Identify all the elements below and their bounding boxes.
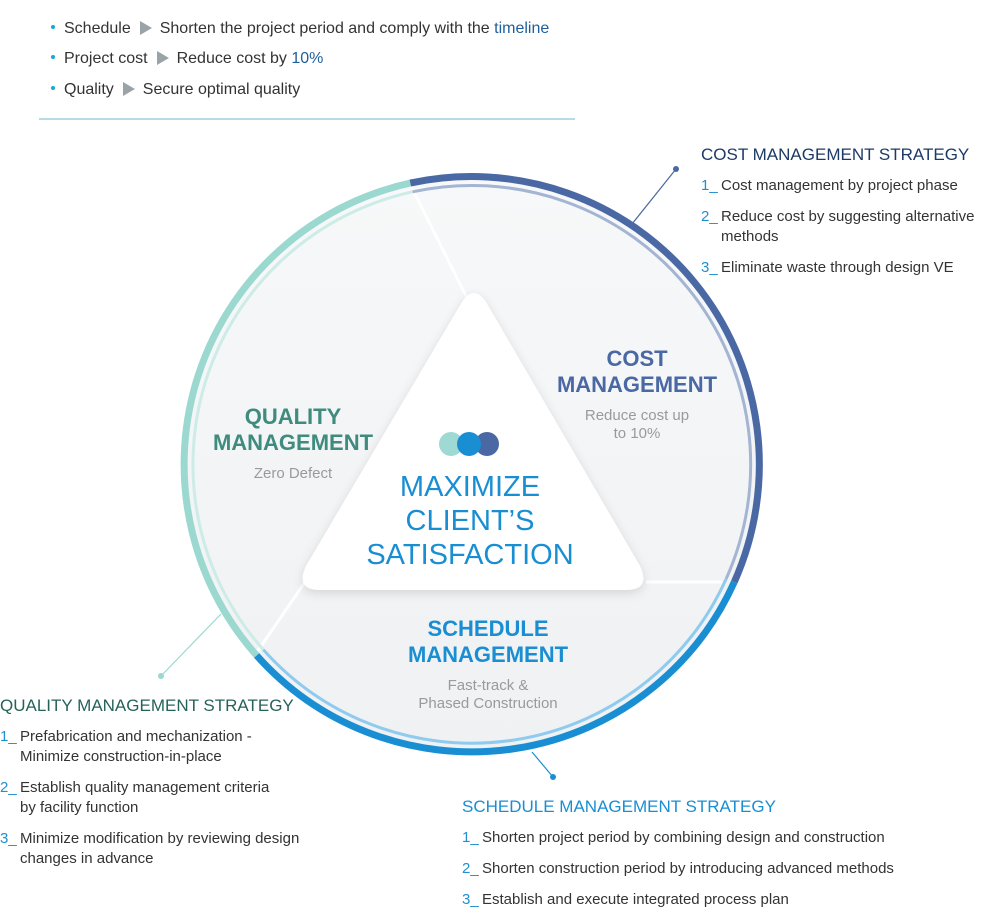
list-item: 3_Establish and execute integrated proce… [462, 890, 894, 910]
quality-strategy: QUALITY MANAGEMENT STRATEGY 1_Prefabrica… [0, 696, 299, 869]
goal-label: Project cost [64, 50, 148, 67]
list-item-number: 2_ [0, 779, 17, 796]
list-item-text: Reduce cost by suggesting alternative [721, 208, 975, 225]
quality-subtitle: Zero Defect [253, 465, 333, 482]
center-title-line1: MAXIMIZE [399, 471, 541, 503]
cost-strategy-title: COST MANAGEMENT STRATEGY [701, 145, 970, 164]
goal-text: Reduce cost by [176, 50, 292, 67]
goal-label: Quality [64, 81, 114, 98]
cost-sub-line1: Reduce cost up [584, 407, 690, 424]
triangle-right-icon [156, 50, 169, 65]
list-item-number: 2_ [701, 208, 718, 225]
cost-connector-dot [673, 166, 679, 172]
goal-highlight: 10% [291, 50, 324, 67]
list-item-text: Shorten project period by combining desi… [482, 829, 885, 846]
list-item-number: 1_ [701, 177, 718, 194]
schedule-arc-inner [262, 578, 728, 745]
quality-connector-dot [158, 673, 164, 679]
triangle-right-icon [122, 81, 135, 96]
cost-subtitle: Reduce cost up to 10% [547, 407, 727, 443]
list-item-text: Establish quality management criteria [20, 779, 270, 796]
goals-list: Schedule Shorten the project period and c… [39, 0, 575, 120]
schedule-strategy-list: 1_Shorten project period by combining de… [462, 828, 894, 910]
quality-title-line1: QUALITY [244, 404, 342, 429]
sector-divider [408, 183, 470, 301]
list-item: 2_Establish quality management criteria b… [0, 778, 299, 818]
schedule-connector-dot [550, 774, 556, 780]
goal-text: Shorten the project period and comply wi… [159, 20, 495, 37]
list-item-number: 3_ [462, 891, 479, 908]
schedule-management-label: SCHEDULE MANAGEMENT Fast-track & Phased … [393, 616, 583, 713]
goal-label: Schedule [64, 20, 131, 37]
schedule-title-line2: MANAGEMENT [407, 642, 569, 667]
schedule-title-line1: SCHEDULE [427, 616, 549, 641]
list-item-text-cont: changes in advance [20, 850, 154, 867]
quality-arc [180, 179, 411, 658]
cost-management-label: COST MANAGEMENT Reduce cost up to 10% [547, 346, 727, 443]
schedule-title: SCHEDULE MANAGEMENT [393, 616, 583, 668]
list-item: 1_Shorten project period by combining de… [462, 828, 894, 848]
goal-item-quality: Quality Secure optimal quality [51, 78, 300, 102]
bullet-dot-icon [51, 85, 55, 90]
goal-text: Secure optimal quality [142, 81, 301, 98]
dot-blue-icon [457, 432, 481, 456]
list-item-number: 1_ [462, 829, 479, 846]
center-title: MAXIMIZE CLIENT’S SATISFACTION [340, 470, 600, 572]
cost-strategy: COST MANAGEMENT STRATEGY 1_Cost manageme… [701, 145, 974, 278]
list-item: 2_Reduce cost by suggesting alternative m… [701, 207, 974, 247]
quality-arc-inner [191, 190, 413, 651]
schedule-sub-line1: Fast-track & [447, 677, 529, 694]
schedule-arc [253, 580, 738, 756]
schedule-strategy: SCHEDULE MANAGEMENT STRATEGY 1_Shorten p… [462, 797, 894, 910]
list-item-text: Eliminate waste through design VE [721, 259, 954, 276]
cost-strategy-list: 1_Cost management by project phase 2_Red… [701, 176, 974, 278]
bullet-dot-icon [51, 24, 55, 29]
quality-title-line2: MANAGEMENT [212, 430, 374, 455]
quality-strategy-title: QUALITY MANAGEMENT STRATEGY [0, 696, 294, 715]
center-title-line2: CLIENT’S [405, 505, 535, 537]
sector-divider [253, 581, 307, 656]
schedule-connector [531, 751, 554, 778]
goal-highlight: timeline [494, 20, 550, 37]
list-item: 1_Cost management by project phase [701, 176, 974, 196]
goal-item-schedule: Schedule Shorten the project period and c… [51, 17, 549, 41]
cost-arc-inner [412, 183, 753, 580]
list-item-number: 3_ [701, 259, 718, 276]
cost-connector [631, 168, 677, 225]
list-item-number: 2_ [462, 860, 479, 877]
list-item: 3_Eliminate waste through design VE [701, 258, 974, 278]
schedule-sub-line2: Phased Construction [418, 695, 558, 712]
cost-sub-line2: to 10% [613, 425, 661, 442]
bullet-dot-icon [51, 54, 55, 59]
list-item-text: Prefabrication and mechanization - [20, 728, 252, 745]
list-item: 2_Shorten construction period by introdu… [462, 859, 894, 879]
dot-navy-icon [475, 432, 499, 456]
list-item-text-cont: by facility function [20, 799, 139, 816]
list-item-text: Shorten construction period by introduci… [482, 860, 894, 877]
list-item-text: Cost management by project phase [721, 177, 958, 194]
schedule-subtitle: Fast-track & Phased Construction [393, 677, 583, 713]
dot-teal-icon [439, 432, 463, 456]
quality-title: QUALITY MANAGEMENT [198, 404, 388, 456]
list-item: 3_Minimize modification by reviewing des… [0, 829, 299, 869]
cost-arc [409, 173, 763, 584]
quality-strategy-list: 1_Prefabrication and mechanization - Mini… [0, 727, 299, 869]
list-item: 1_Prefabrication and mechanization - Mini… [0, 727, 299, 767]
goal-item-project-cost: Project cost Reduce cost by 10% [51, 47, 323, 71]
schedule-strategy-title: SCHEDULE MANAGEMENT STRATEGY [462, 797, 776, 816]
cost-title: COST MANAGEMENT [547, 346, 727, 398]
cost-title-line2: MANAGEMENT [556, 372, 718, 397]
list-item-text-cont: Minimize construction-in-place [20, 748, 222, 765]
list-item-number: 3_ [0, 830, 17, 847]
center-title-line3: SATISFACTION [366, 539, 574, 571]
cost-title-line1: COST [606, 346, 668, 371]
list-item-text-cont: methods [721, 228, 779, 245]
list-item-text: Minimize modification by reviewing desig… [20, 830, 300, 847]
triangle-right-icon [139, 20, 152, 35]
quality-management-label: QUALITY MANAGEMENT Zero Defect [198, 404, 388, 483]
list-item-text: Establish and execute integrated process… [482, 891, 789, 908]
list-item-number: 1_ [0, 728, 17, 745]
quality-connector [160, 613, 222, 677]
